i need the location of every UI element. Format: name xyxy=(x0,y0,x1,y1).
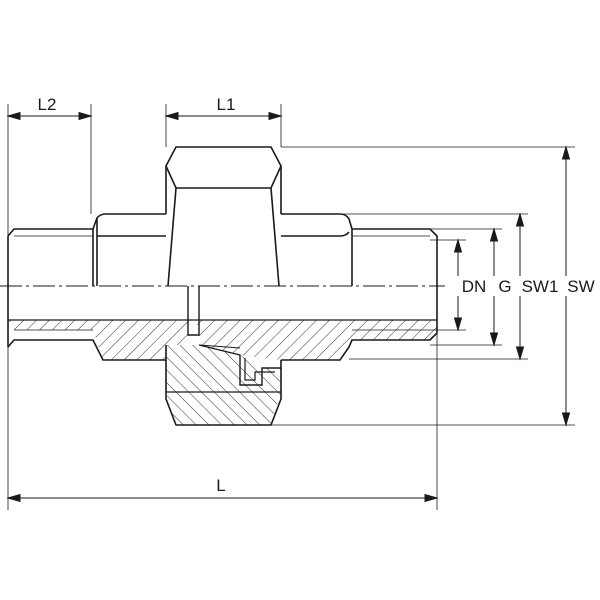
dim-label-dn: DN xyxy=(462,277,487,296)
dim-label-l2: L2 xyxy=(38,95,57,114)
dim-label-l: L xyxy=(216,476,225,495)
dim-label-l1: L1 xyxy=(217,95,236,114)
dim-label-sw: SW xyxy=(567,277,594,296)
dimension-lines xyxy=(6,111,571,503)
extension-lines xyxy=(7,104,575,510)
lower-section xyxy=(7,286,438,426)
upper-outline xyxy=(7,146,438,347)
dim-label-g: G xyxy=(498,277,511,296)
dim-label-sw1: SW1 xyxy=(522,277,559,296)
